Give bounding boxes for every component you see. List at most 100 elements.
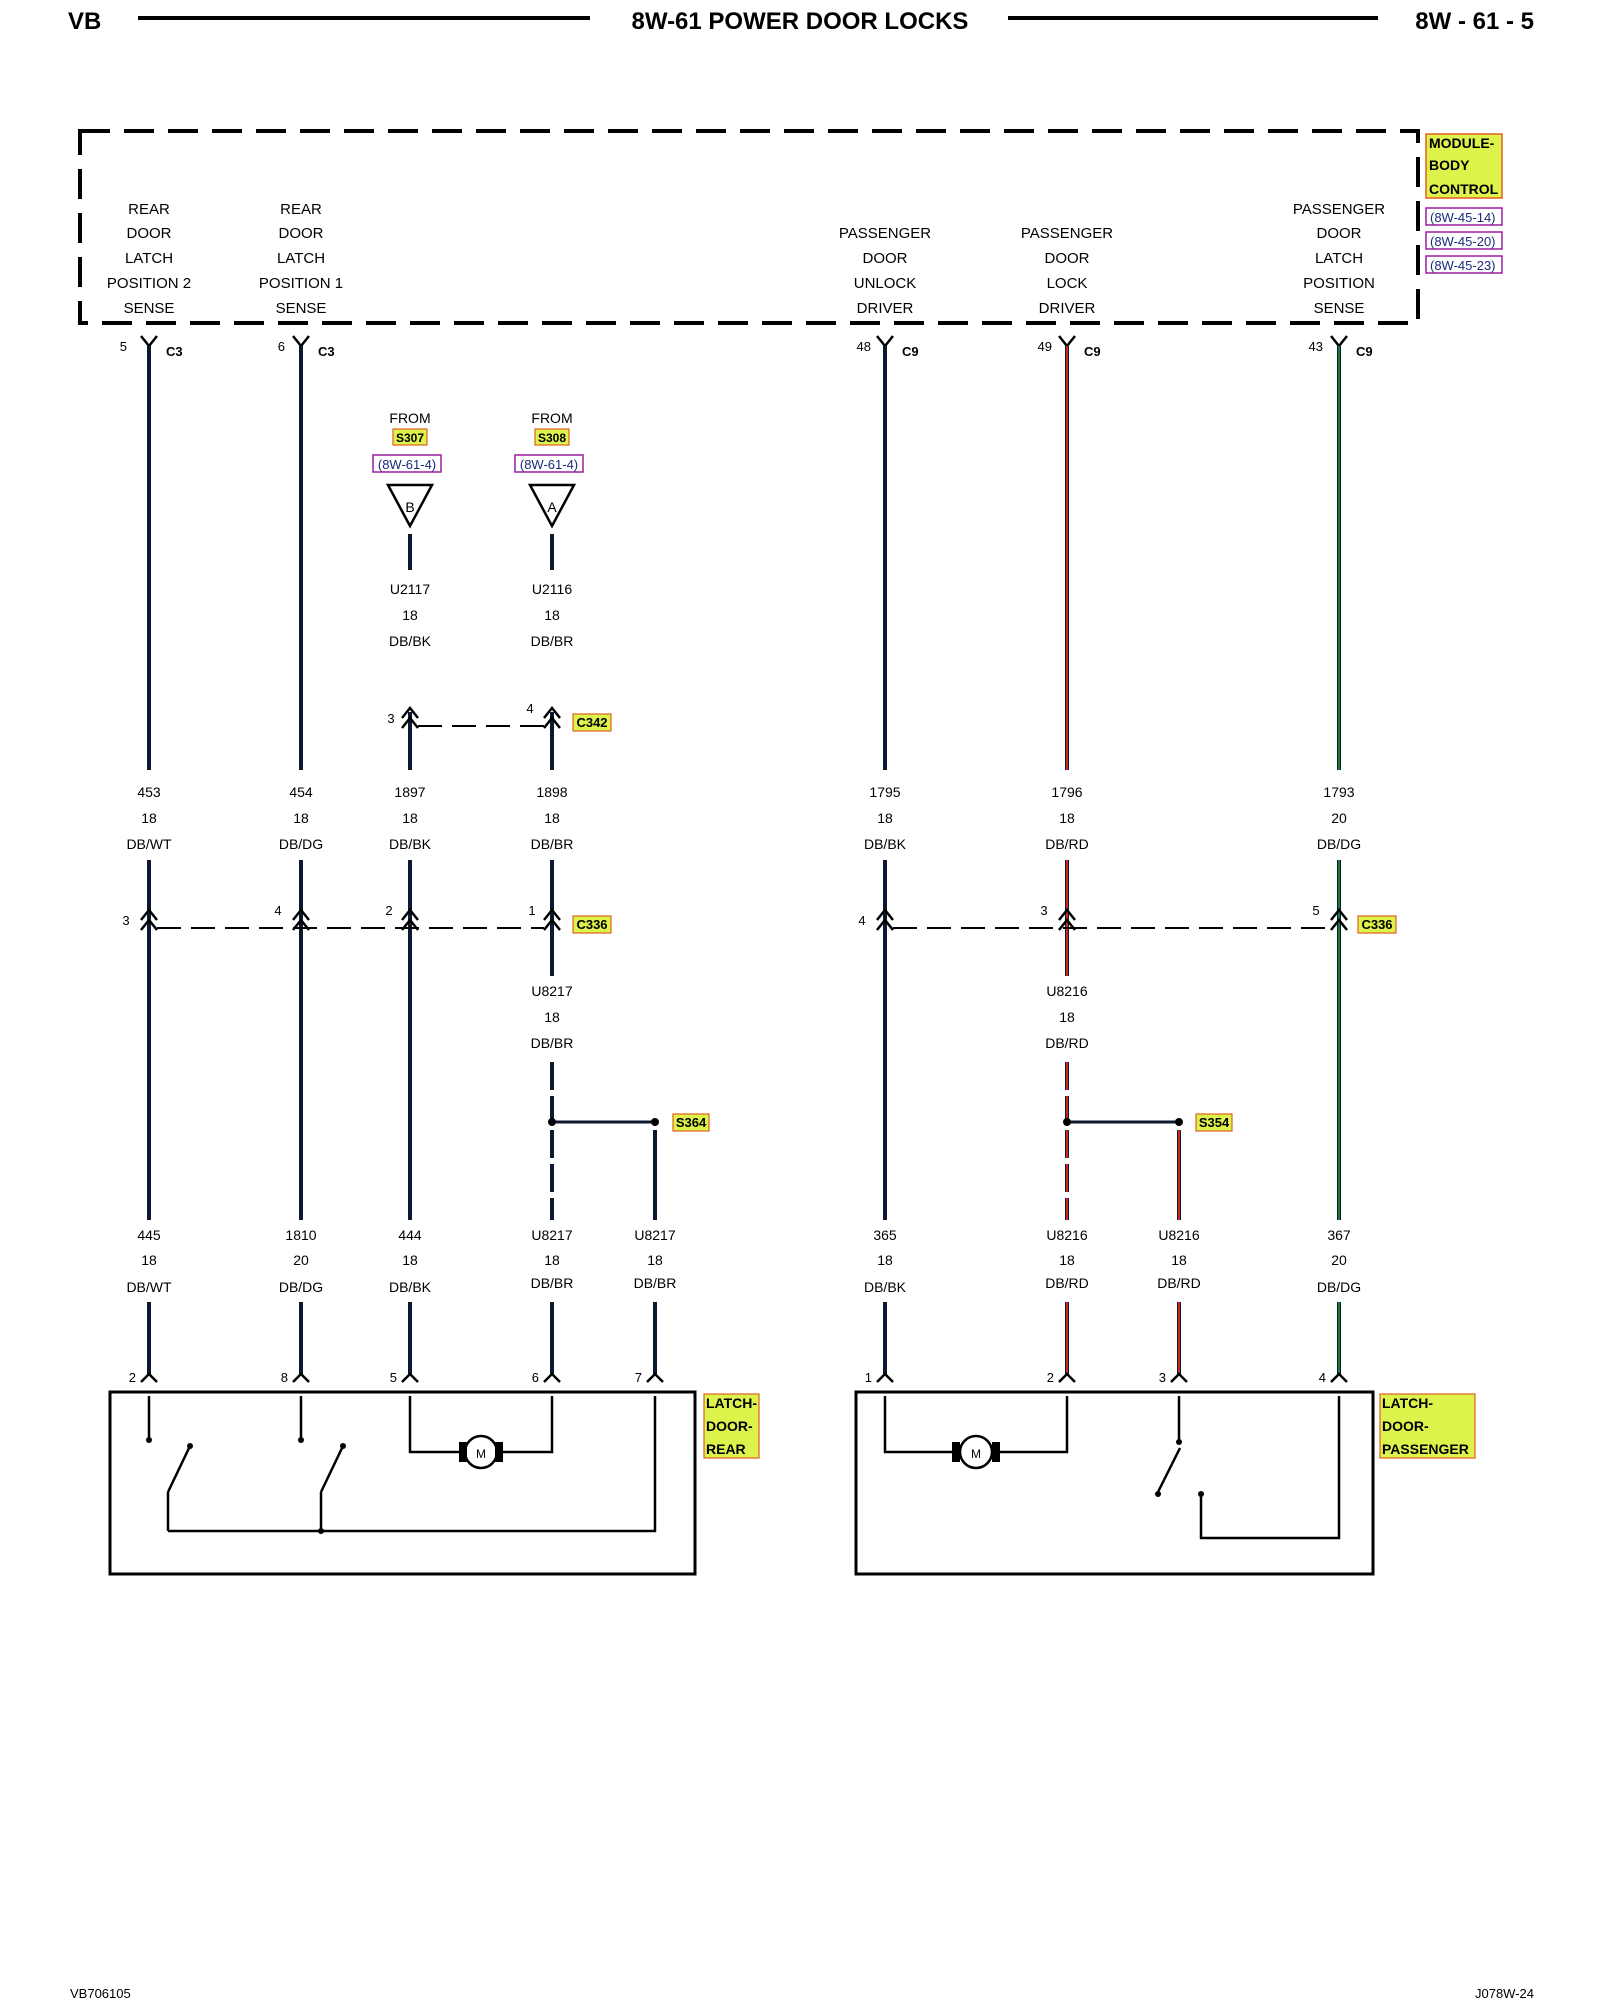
latch-pin-symbol — [1330, 1372, 1348, 1383]
pin-desc-rear-pos1: POSITION 1 — [259, 275, 343, 292]
source-triangle-a — [527, 483, 577, 529]
c336-pin-symbol — [1058, 907, 1076, 921]
pin-desc-pass-pos: DOOR — [1317, 225, 1362, 242]
c336-pin: 2 — [385, 903, 392, 918]
wire-color: DB/DG — [279, 1279, 323, 1295]
wire-color: DB/BK — [389, 1279, 432, 1295]
wire-color: DB/BK — [389, 836, 432, 852]
pin-entry-symbol — [1330, 335, 1348, 349]
wire-circuit: 1793 — [1323, 784, 1354, 800]
latch-door-rear-label: DOOR- — [706, 1418, 753, 1434]
wire-gauge: 20 — [1331, 1252, 1347, 1268]
pass-motor-lead-left — [883, 1396, 952, 1454]
pass-motor-brush — [952, 1442, 960, 1462]
rear-motor-label: M — [476, 1447, 486, 1461]
module-connector: C9 — [1356, 344, 1373, 359]
wire-gauge: 18 — [544, 810, 560, 826]
wire-color: DB/BR — [634, 1275, 677, 1291]
source-splice-box[interactable] — [392, 428, 428, 446]
wire-circuit: 1898 — [536, 784, 567, 800]
source-ref-box[interactable] — [372, 454, 442, 473]
latch-door-passenger-label: LATCH- — [1382, 1395, 1433, 1411]
module-ref-box[interactable] — [1425, 207, 1503, 226]
splice-label-s354[interactable]: S354 — [1199, 1115, 1230, 1130]
footer-left-code: VB706105 — [70, 1986, 131, 2001]
pin-desc-pass-lock: LOCK — [1047, 275, 1088, 292]
c336-label-box[interactable] — [572, 915, 612, 934]
c336-pin-symbol — [876, 917, 894, 931]
pin-desc-rear-pos2: DOOR — [127, 225, 172, 242]
source-ref[interactable]: (8W-61-4) — [378, 457, 436, 472]
pin-entry-symbol — [876, 335, 894, 349]
footer-right-code: J078W-24 — [1474, 1986, 1534, 2001]
module-ref[interactable]: (8W-45-14) — [1430, 210, 1496, 225]
c336-label[interactable]: C336 — [576, 917, 607, 932]
latch-pass-pin: 1 — [865, 1370, 872, 1385]
splice-label-box[interactable] — [1195, 1113, 1233, 1132]
wire-circuit: 365 — [873, 1227, 897, 1243]
module-connector: C9 — [902, 344, 919, 359]
pin-desc-rear-pos1: REAR — [280, 201, 322, 218]
switch-contact — [146, 1437, 152, 1443]
wire-circuit: U8216 — [1046, 983, 1087, 999]
c342-pin: 4 — [526, 701, 533, 716]
c342-label[interactable]: C342 — [576, 715, 607, 730]
c336-pin-symbol — [140, 907, 158, 921]
source-ref-box[interactable] — [514, 454, 584, 473]
splice-label-s364[interactable]: S364 — [676, 1115, 707, 1130]
wire-gauge: 20 — [1331, 810, 1347, 826]
module-ref-box[interactable] — [1425, 231, 1503, 250]
splice-dot — [651, 1118, 659, 1126]
wire-color: DB/BK — [389, 633, 432, 649]
source-splice-s308[interactable]: S308 — [538, 431, 566, 445]
pin-entry-symbol — [1058, 335, 1076, 349]
wire-gauge: 18 — [1059, 1252, 1075, 1268]
source-splice-s307[interactable]: S307 — [396, 431, 424, 445]
pin-desc-rear-pos1: DOOR — [279, 225, 324, 242]
module-ref-box[interactable] — [1425, 255, 1503, 274]
splice-label-box[interactable] — [672, 1113, 710, 1132]
pin-desc-pass-pos: LATCH — [1315, 250, 1363, 267]
c342-label-box[interactable] — [572, 713, 612, 732]
rear-switch-2-blade — [319, 1445, 345, 1493]
c336-pin-symbol — [1330, 917, 1348, 931]
c336-pin-symbol — [401, 907, 419, 921]
latch-rear-pin: 6 — [532, 1370, 539, 1385]
pin-desc-pass-unlock: PASSENGER — [839, 225, 931, 242]
wire-circuit: 454 — [289, 784, 313, 800]
latch-pass-pin: 3 — [1159, 1370, 1166, 1385]
source-ref[interactable]: (8W-61-4) — [520, 457, 578, 472]
c336-pin-symbol — [292, 917, 310, 931]
wire-circuit: 1796 — [1051, 784, 1082, 800]
latch-pin-symbol — [1170, 1372, 1188, 1383]
wire-color: DB/BR — [531, 1035, 574, 1051]
wire-color: DB/RD — [1045, 1035, 1089, 1051]
wire-gauge: 18 — [402, 607, 418, 623]
c336-pin-symbol — [1058, 917, 1076, 931]
wire-circuit: 444 — [398, 1227, 422, 1243]
pass-motor-label: M — [971, 1447, 981, 1461]
c336-label-box[interactable] — [1357, 915, 1397, 934]
module-ref[interactable]: (8W-45-23) — [1430, 258, 1496, 273]
wire-color: DB/RD — [1045, 836, 1089, 852]
wire-circuit: 453 — [137, 784, 161, 800]
wire-gauge: 20 — [293, 1252, 309, 1268]
c336-pin: 3 — [1040, 903, 1047, 918]
c336-pin: 3 — [122, 913, 129, 928]
pin-desc-pass-unlock: DRIVER — [857, 300, 914, 317]
c336-label[interactable]: C336 — [1361, 917, 1392, 932]
c342-pin: 3 — [387, 711, 394, 726]
latch-door-passenger-box[interactable] — [854, 1390, 1375, 1576]
latch-door-rear-box[interactable] — [108, 1390, 697, 1576]
c336-pin-symbol — [140, 917, 158, 931]
pin-desc-pass-pos: POSITION — [1303, 275, 1375, 292]
module-ref[interactable]: (8W-45-20) — [1430, 234, 1496, 249]
source-splice-box[interactable] — [534, 428, 570, 446]
latch-door-passenger-label-box — [1379, 1393, 1476, 1459]
pin-desc-rear-pos2: SENSE — [124, 300, 175, 317]
wire-circuit: 1810 — [285, 1227, 316, 1243]
latch-door-rear-label: REAR — [706, 1441, 746, 1457]
module-pin-number: 43 — [1309, 339, 1323, 354]
pin-desc-pass-unlock: DOOR — [863, 250, 908, 267]
